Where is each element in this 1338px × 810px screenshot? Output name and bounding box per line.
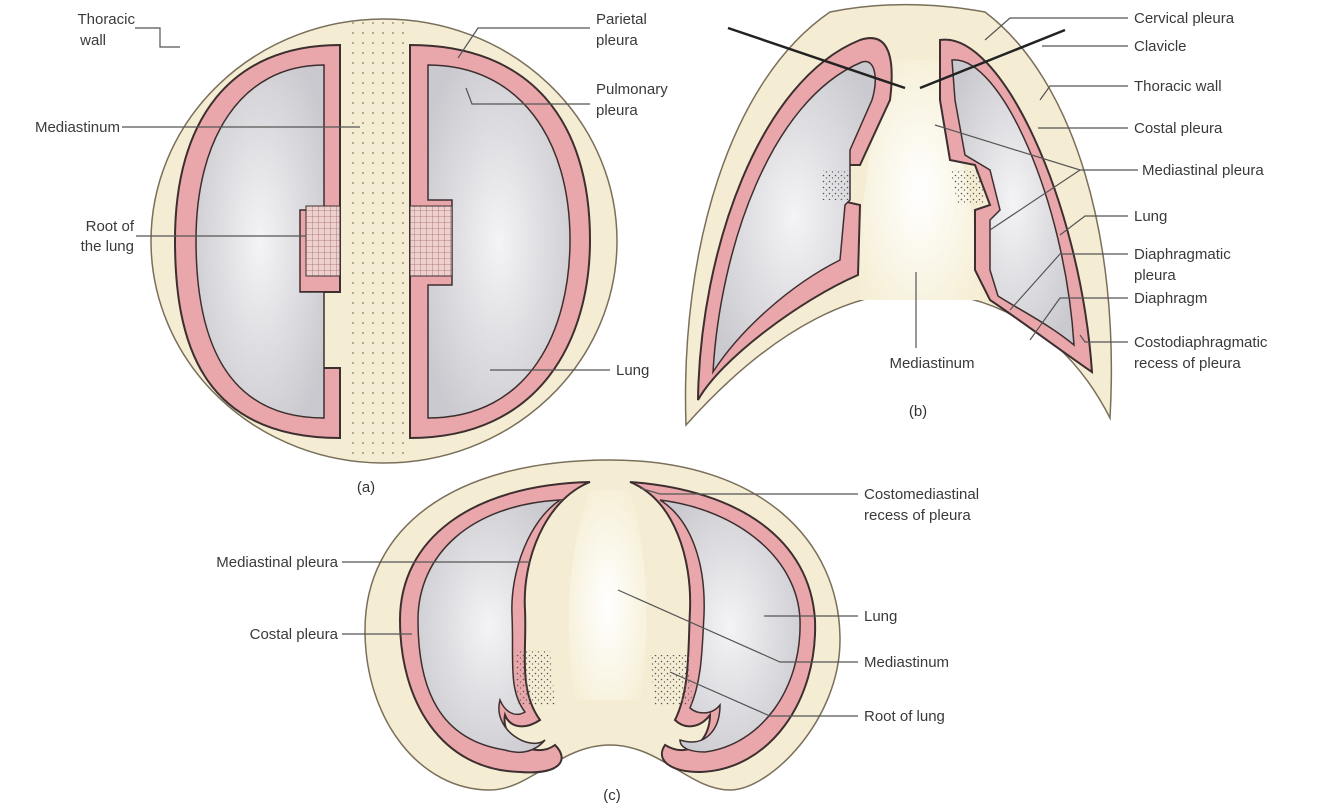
caption-c: (c) (603, 787, 621, 804)
figure-b: Cervical pleura Clavicle Thoracic wall C… (686, 5, 1268, 426)
left-root-c (515, 650, 555, 705)
right-root-c (650, 655, 692, 705)
label-thoracic-wall-a2: wall (79, 32, 106, 49)
caption-b: (b) (909, 403, 927, 420)
label-mediastinum-b: Mediastinum (889, 355, 974, 372)
label-costal-c: Costal pleura (250, 626, 339, 643)
label-mediastinal-b: Mediastinal pleura (1142, 162, 1264, 179)
label-parietal-2: pleura (596, 32, 638, 49)
label-costodiaph-2: recess of pleura (1134, 355, 1241, 372)
left-root-b (822, 170, 850, 200)
label-clavicle: Clavicle (1134, 38, 1187, 55)
caption-a: (a) (357, 479, 375, 496)
label-lung-b: Lung (1134, 208, 1167, 225)
label-pulmonary-2: pleura (596, 102, 638, 119)
label-parietal-1: Parietal (596, 11, 647, 28)
label-lung-c: Lung (864, 608, 897, 625)
label-costomed-2: recess of pleura (864, 507, 971, 524)
left-root-a (306, 206, 340, 276)
label-mediastinal-c: Mediastinal pleura (216, 554, 338, 571)
label-root-c: Root of lung (864, 708, 945, 725)
label-thoracic-wall-b: Thoracic wall (1134, 78, 1222, 95)
label-mediastinum-c: Mediastinum (864, 654, 949, 671)
label-costal-b: Costal pleura (1134, 120, 1223, 137)
label-diaphragm: Diaphragm (1134, 290, 1207, 307)
label-costodiaph-1: Costodiaphragmatic (1134, 334, 1268, 351)
label-diaph-pleura-2: pleura (1134, 267, 1176, 284)
figure-c: Costomediastinal recess of pleura Medias… (216, 460, 979, 804)
label-diaph-pleura-1: Diaphragmatic (1134, 246, 1231, 263)
label-costomed-1: Costomediastinal (864, 486, 979, 503)
label-thoracic-wall-a1: Thoracic (77, 11, 135, 28)
label-pulmonary-1: Pulmonary (596, 81, 668, 98)
label-cervical: Cervical pleura (1134, 10, 1235, 27)
label-root-a2: the lung (81, 238, 134, 255)
label-root-a1: Root of (86, 218, 135, 235)
figure-a: Thoracic wall Mediastinum Root of the lu… (35, 11, 668, 496)
label-mediastinum-a: Mediastinum (35, 119, 120, 136)
label-lung-a: Lung (616, 362, 649, 379)
mediastinum-a (348, 20, 410, 462)
right-root-a (410, 206, 452, 276)
